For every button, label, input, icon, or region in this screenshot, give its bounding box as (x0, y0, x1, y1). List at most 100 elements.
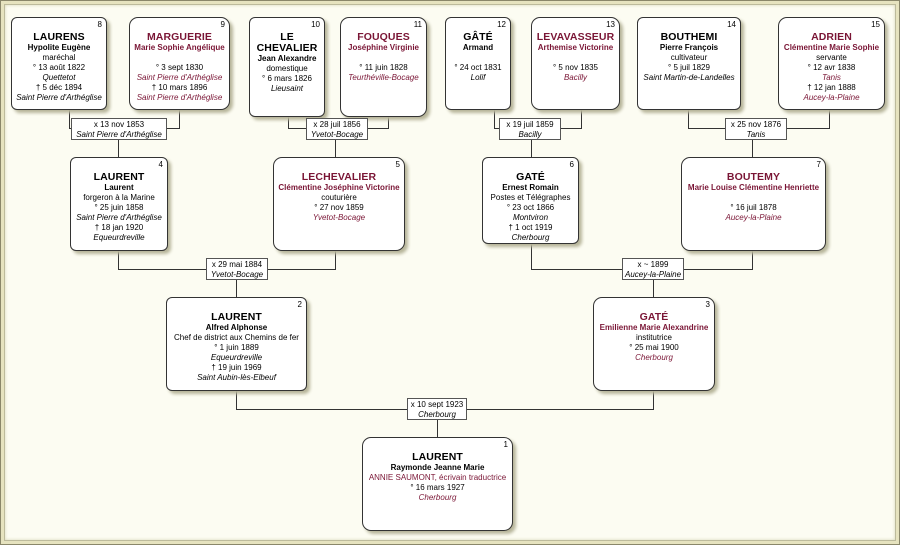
person-number: 9 (220, 20, 225, 29)
person-birth-date: ° 5 nov 1835 (552, 63, 598, 72)
person-box-9[interactable]: 9 MARGUERIE Marie Sophie Angélique ° 3 s… (129, 17, 230, 110)
person-surname: LECHEVALIER (301, 171, 377, 183)
person-death-date: † 19 juin 1969 (211, 363, 262, 372)
person-number: 10 (311, 20, 320, 29)
person-birth-date: ° 24 oct 1831 (454, 63, 502, 72)
person-given-names: Clémentine Joséphine Victorine (278, 183, 400, 192)
person-number: 2 (297, 300, 302, 309)
person-birth-place: Saint Martin-de-Landelles (643, 73, 735, 82)
person-box-14[interactable]: 14 BOUTHEMI Pierre François cultivateur … (637, 17, 741, 110)
person-box-3[interactable]: 3 GATÉ Emilienne Marie Alexandrine insti… (593, 297, 715, 391)
person-box-8[interactable]: 8 LAURENS Hypolite Eugène maréchal ° 13 … (11, 17, 107, 110)
person-birth-place: Cherbourg (418, 493, 457, 502)
person-given-names: Laurent (104, 183, 134, 192)
marriage-box-1[interactable]: x 10 sept 1923 Cherbourg (407, 398, 467, 420)
person-surname: LEVAVASSEUR (536, 31, 615, 43)
person-birth-place: Equeurdreville (210, 353, 263, 362)
marriage-place: Yvetot-Bocage (210, 270, 264, 279)
person-occupation: Postes et Télégraphes (490, 193, 571, 202)
person-birth-place: Lolif (470, 73, 486, 82)
marriage-date: x 29 mai 1884 (211, 260, 263, 269)
person-birth-date: ° 12 avr 1838 (807, 63, 856, 72)
person-surname: BOUTEMY (726, 171, 781, 183)
person-death-place: Aucey-la-Plaine (803, 93, 860, 102)
person-given-names: Joséphine Virginie (348, 43, 419, 52)
marriage-place: Cherbourg (418, 410, 456, 419)
person-box-7[interactable]: 7 BOUTEMY Marie Louise Clémentine Henrie… (681, 157, 826, 251)
person-given-names: Pierre François (659, 43, 719, 52)
marriage-date: x 25 nov 1876 (730, 120, 782, 129)
person-surname: LE CHEVALIER (256, 31, 318, 54)
person-birth-date: ° 16 mars 1927 (410, 483, 465, 492)
person-given-names: Raymonde Jeanne Marie (390, 463, 485, 472)
marriage-box-5[interactable]: x 28 juil 1856 Yvetot-Bocage (306, 118, 368, 140)
person-given-names: Hypolite Eugène (27, 43, 91, 52)
person-birth-place: Cherbourg (635, 353, 673, 362)
person-given-names: Jean Alexandre (257, 54, 317, 63)
person-occupation: servante (816, 53, 847, 62)
person-birth-date: ° 16 juil 1878 (730, 203, 777, 212)
person-birth-place: Saint Pierre d'Arthéglise (76, 213, 162, 222)
person-death-date: † 12 jan 1888 (807, 83, 856, 92)
marriage-box-2[interactable]: x 29 mai 1884 Yvetot-Bocage (206, 258, 268, 280)
marriage-box-6[interactable]: x 19 juil 1859 Bacilly (499, 118, 561, 140)
person-surname: GATÉ (639, 311, 669, 323)
person-birth-place: Lieusaint (270, 84, 304, 93)
person-number: 14 (727, 20, 736, 29)
person-birth-date: ° 23 oct 1866 (506, 203, 555, 212)
person-occupation: maréchal (42, 53, 76, 62)
person-occupation: cultivateur (670, 53, 708, 62)
person-number: 3 (705, 300, 710, 309)
marriage-date: x ~ 1899 (637, 260, 669, 269)
person-box-5[interactable]: 5 LECHEVALIER Clémentine Joséphine Victo… (273, 157, 405, 251)
person-number: 12 (497, 20, 506, 29)
person-box-11[interactable]: 11 FOUQUES Joséphine Virginie ° 11 juin … (340, 17, 427, 117)
marriage-date: x 10 sept 1923 (410, 400, 464, 409)
person-birth-date: ° 3 sept 1830 (155, 63, 204, 72)
marriage-box-7[interactable]: x 25 nov 1876 Tanis (725, 118, 787, 140)
person-surname: LAURENS (33, 31, 85, 43)
marriage-place: Tanis (746, 130, 766, 139)
person-number: 11 (413, 20, 422, 29)
marriage-date: x 13 nov 1853 (93, 120, 145, 129)
person-death-date: † 10 mars 1896 (151, 83, 208, 92)
person-box-10[interactable]: 10 LE CHEVALIER Jean Alexandre domestiqu… (249, 17, 325, 117)
person-given-names: Ernest Romain (502, 183, 559, 192)
person-birth-place: Saint Pierre d'Arthéglise (136, 73, 223, 82)
person-birth-date: ° 13 août 1822 (32, 63, 86, 72)
person-occupation: forgeron à la Marine (83, 193, 155, 202)
person-box-2[interactable]: 2 LAURENT Alfred Alphonse Chef de distri… (166, 297, 307, 391)
person-box-4[interactable]: 4 LAURENT Laurent forgeron à la Marine °… (70, 157, 168, 251)
person-number: 8 (97, 20, 102, 29)
person-surname: LAURENT (93, 171, 145, 183)
marriage-date: x 28 juil 1856 (313, 120, 361, 129)
person-box-6[interactable]: 6 GATÉ Ernest Romain Postes et Télégraph… (482, 157, 579, 244)
person-birth-place: Quettetot (42, 73, 76, 82)
marriage-box-4[interactable]: x 13 nov 1853 Saint Pierre d'Arthéglise (71, 118, 167, 140)
person-box-15[interactable]: 15 ADRIEN Clémentine Marie Sophie servan… (778, 17, 885, 110)
person-box-13[interactable]: 13 LEVAVASSEUR Arthemise Victorine ° 5 n… (531, 17, 620, 110)
person-surname: LAURENT (211, 311, 262, 323)
person-occupation: ANNIE SAUMONT, écrivain traductrice (368, 473, 507, 482)
person-number: 6 (569, 160, 574, 169)
person-number: 15 (871, 20, 880, 29)
person-occupation: institutrice (635, 333, 672, 342)
marriage-place: Bacilly (518, 130, 542, 139)
person-given-names: Marie Sophie Angélique (134, 43, 225, 52)
person-surname: GÂTÉ (463, 31, 493, 43)
person-surname: MARGUERIE (146, 31, 213, 43)
person-box-12[interactable]: 12 GÂTÉ Armand ° 24 oct 1831 Lolif (445, 17, 511, 110)
person-number: 13 (606, 20, 615, 29)
person-birth-date: ° 25 mai 1900 (629, 343, 679, 352)
person-birth-place: Tanis (822, 73, 841, 82)
person-given-names: Arthemise Victorine (537, 43, 614, 52)
marriage-box-3[interactable]: x ~ 1899 Aucey-la-Plaine (622, 258, 684, 280)
person-surname: GATÉ (516, 171, 545, 183)
marriage-date: x 19 juil 1859 (506, 120, 554, 129)
person-birth-place: Teurthéville-Bocage (348, 73, 419, 82)
person-box-1[interactable]: 1 LAURENT Raymonde Jeanne Marie ANNIE SA… (362, 437, 513, 531)
person-given-names: Armand (462, 43, 494, 52)
person-surname: ADRIEN (811, 31, 852, 43)
person-number: 1 (503, 440, 508, 449)
person-birth-date: ° 25 juin 1858 (94, 203, 144, 212)
